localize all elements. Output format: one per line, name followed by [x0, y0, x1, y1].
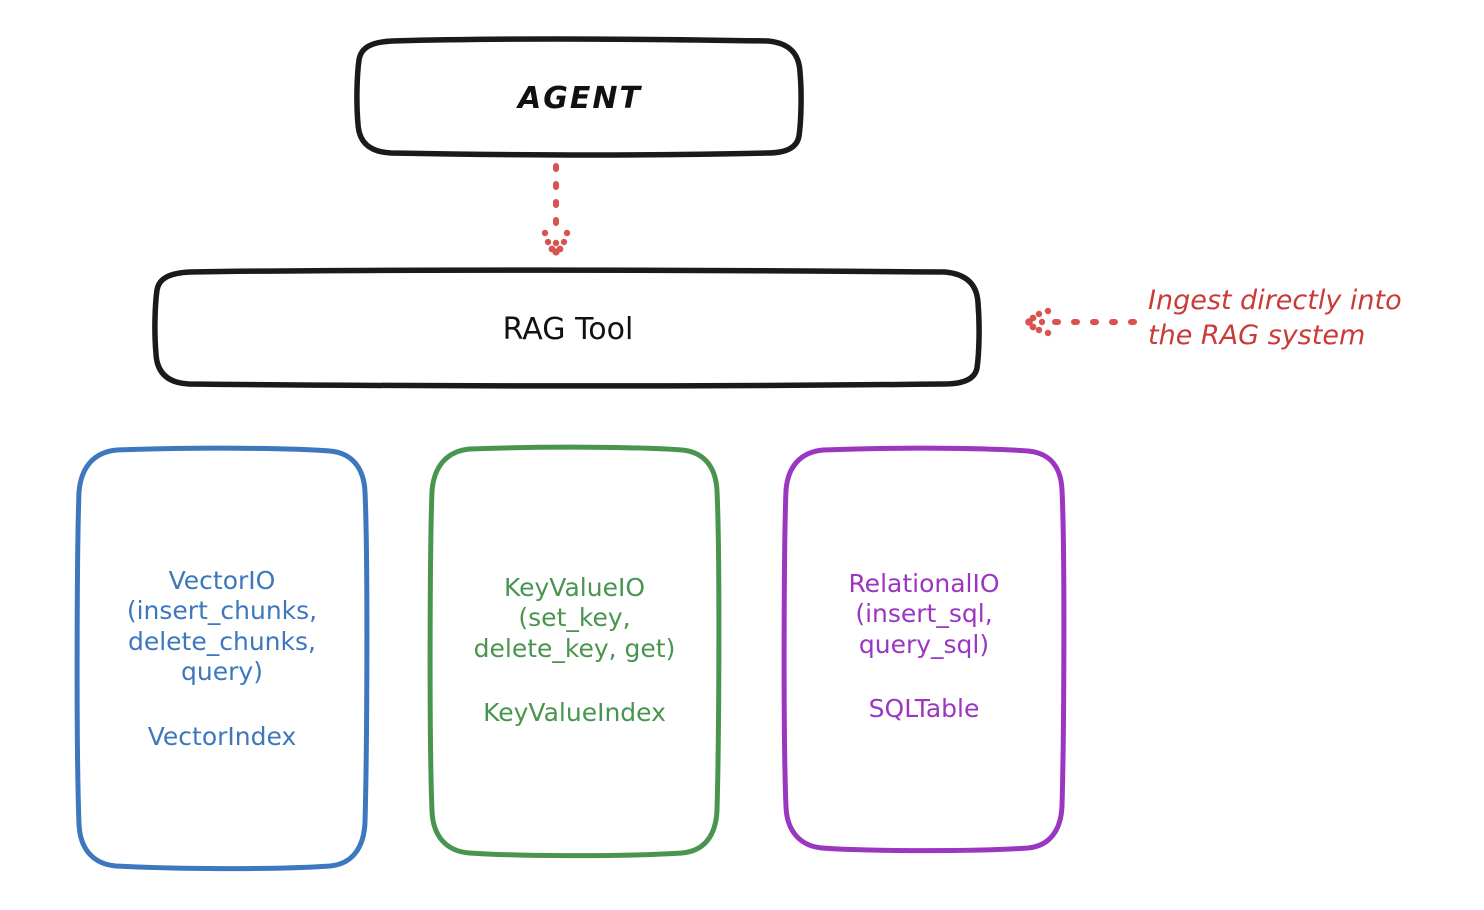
sql-table-label: SQLTable [868, 694, 980, 724]
agent-node[interactable]: AGENT [358, 41, 802, 155]
key-value-index-label: KeyValueIndex [483, 698, 666, 728]
relational-io-api-label: RelationalIO (insert_sql, query_sql) [848, 568, 1000, 659]
vector-io-node[interactable]: VectorIO (insert_chunks, delete_chunks, … [77, 448, 367, 868]
rag-tool-node[interactable]: RAG Tool [156, 272, 980, 386]
key-value-io-api-label: KeyValueIO (set_key, delete_key, get) [473, 572, 676, 663]
key-value-io-node[interactable]: KeyValueIO (set_key, delete_key, get) Ke… [430, 445, 719, 855]
vector-io-api-label: VectorIO (insert_chunks, delete_chunks, … [126, 565, 318, 687]
relational-io-node[interactable]: RelationalIO (insert_sql, query_sql) SQL… [784, 442, 1064, 850]
vector-index-label: VectorIndex [147, 721, 297, 751]
ingest-annotation: Ingest directly into the RAG system [1148, 285, 1402, 352]
agent-to-rag-arrow [541, 163, 571, 256]
agent-label: AGENT [518, 80, 642, 116]
rag-tool-label: RAG Tool [502, 311, 634, 347]
ingest-arrow [1025, 307, 1138, 337]
